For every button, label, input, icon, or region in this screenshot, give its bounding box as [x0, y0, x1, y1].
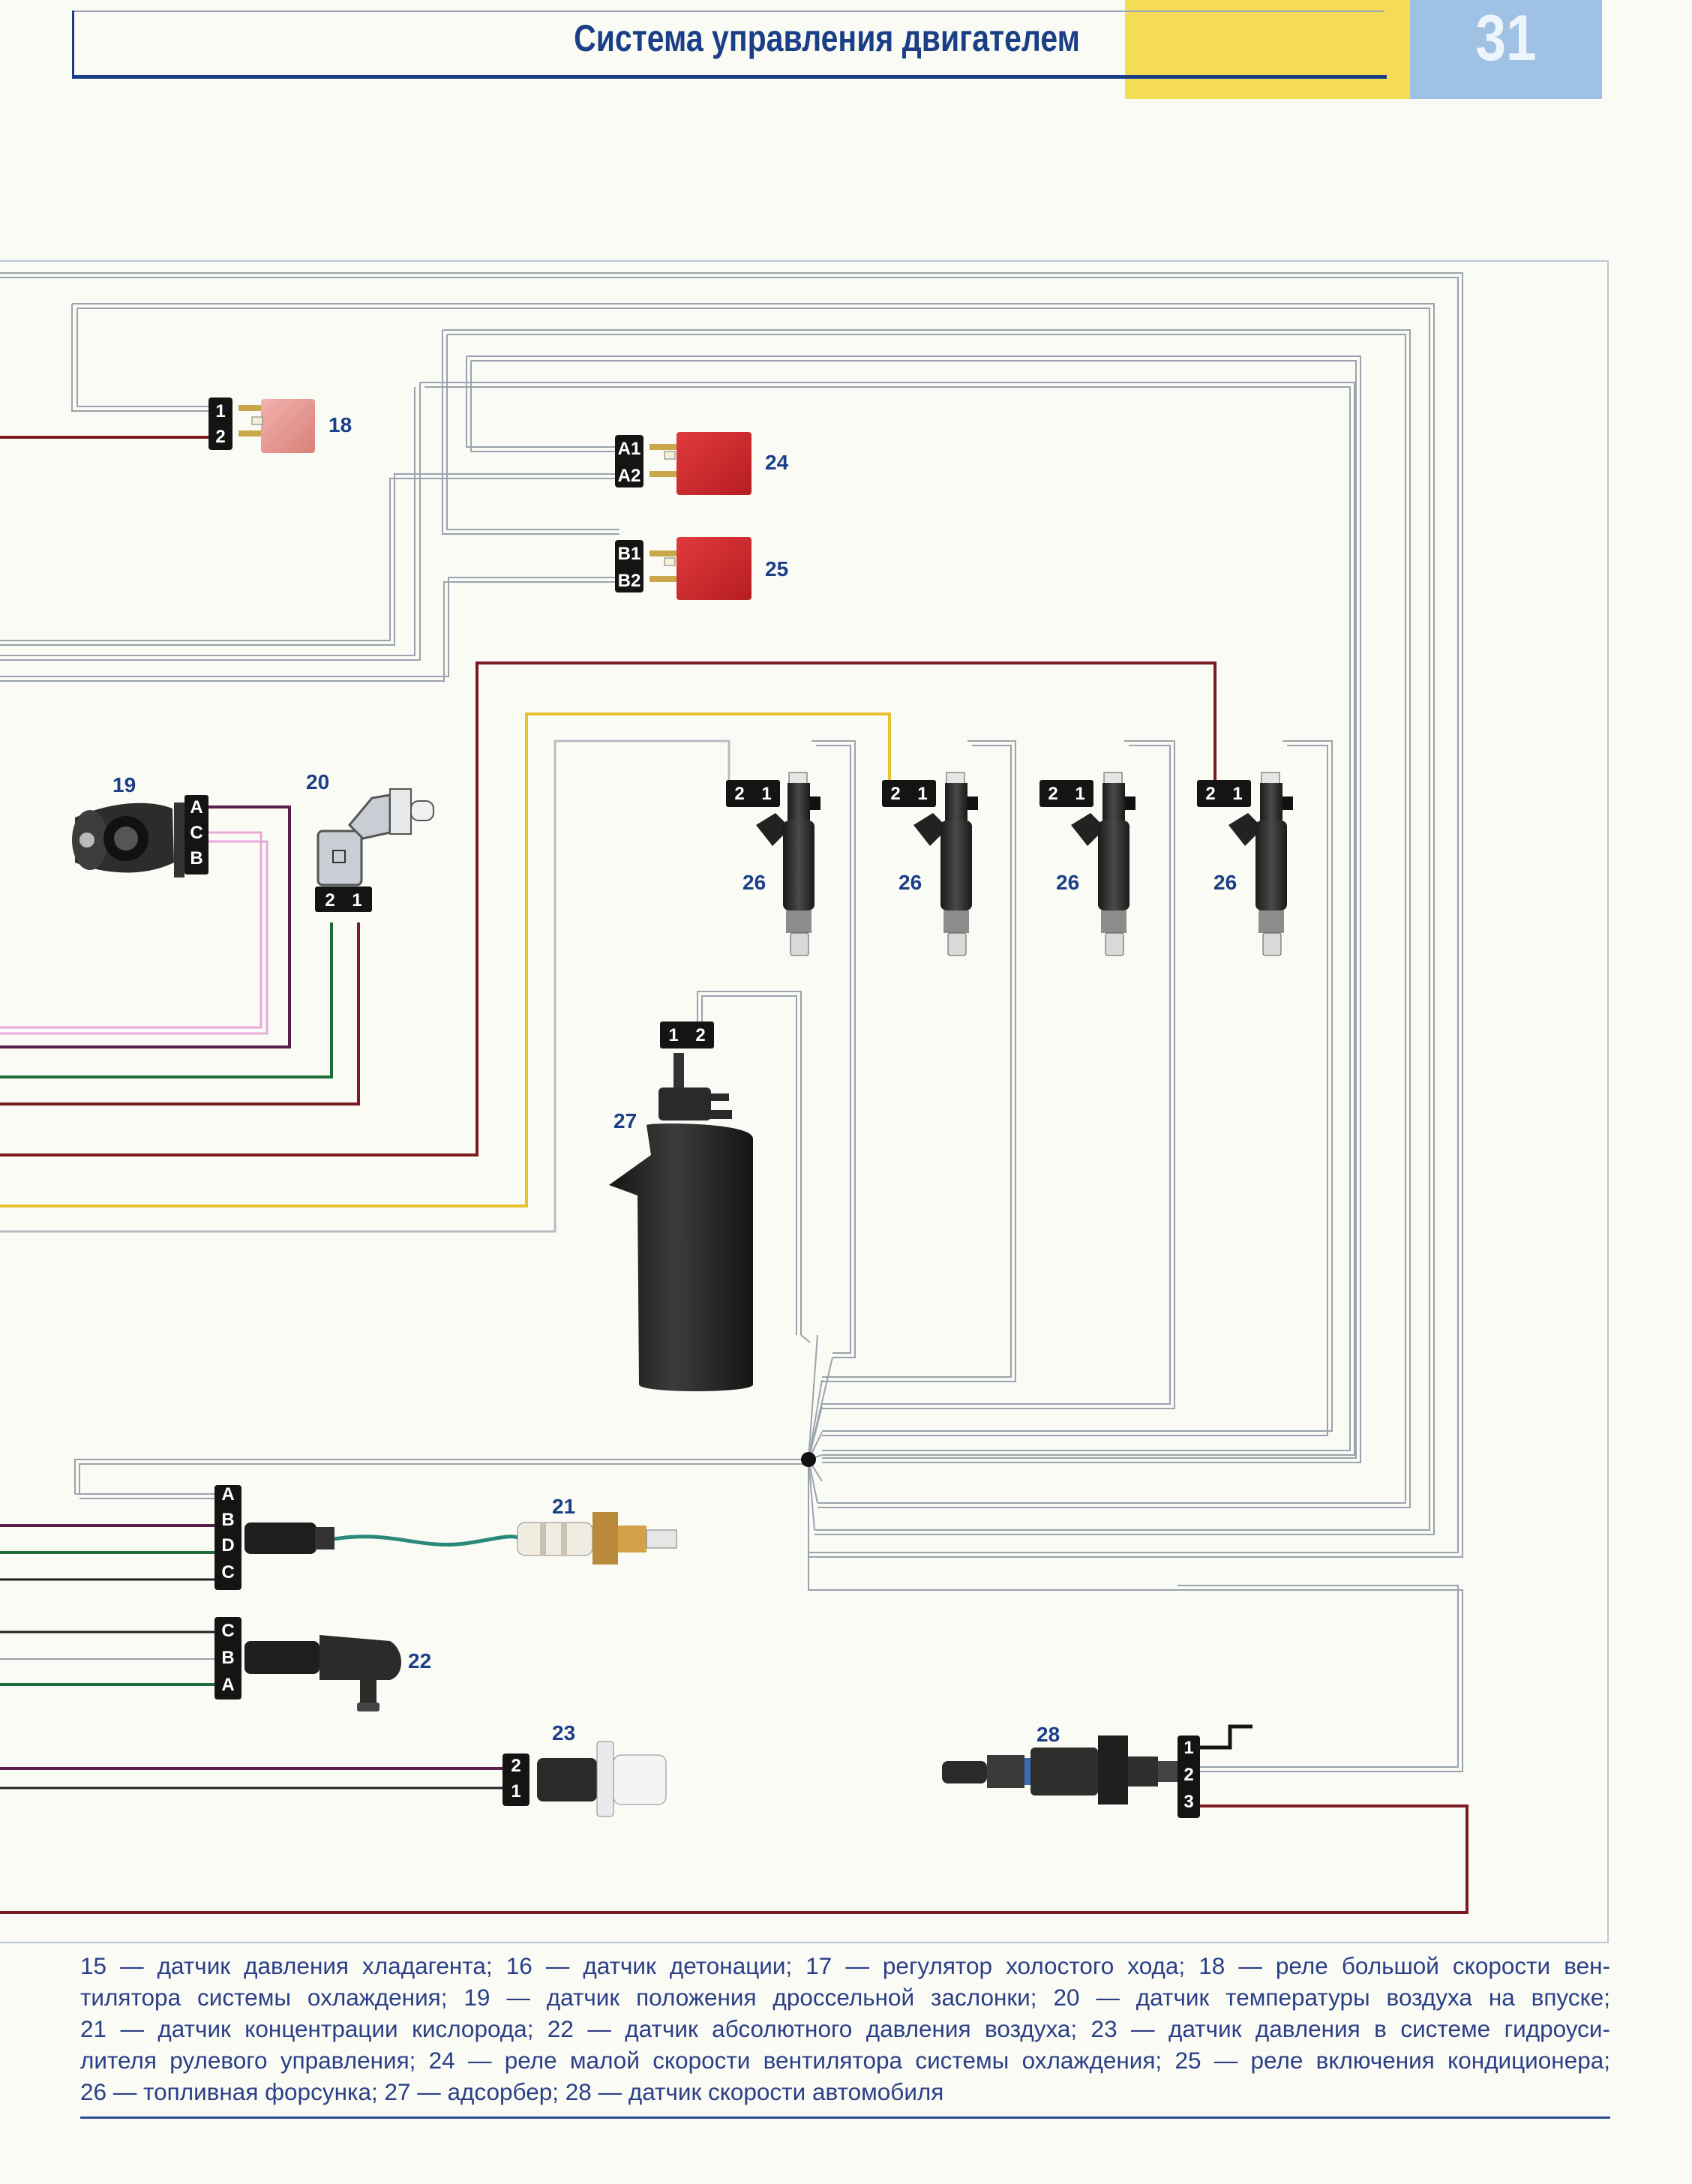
label-20: 20: [306, 770, 329, 794]
pin-18-2: 2: [215, 427, 225, 447]
pin-20-2: 2: [325, 890, 334, 910]
pin-24-a1: A1: [618, 439, 641, 459]
pin-19-b: B: [190, 848, 202, 868]
throttle-position-sensor-19: [72, 795, 208, 878]
vehicle-speed-sensor-28: [942, 1724, 1252, 1818]
pin-26-1-2: 2: [734, 784, 744, 804]
relay-24: [615, 432, 752, 495]
pin-22-c: C: [221, 1621, 234, 1641]
header-top-rule: [72, 10, 1384, 12]
pin-25-b1: B1: [618, 544, 641, 564]
green-wires: [0, 922, 333, 1686]
label-25: 25: [765, 557, 788, 580]
page-title: Система управления двигателем: [574, 17, 1080, 59]
footer-rule: [80, 2116, 1610, 2119]
pin-28-1: 1: [1184, 1738, 1193, 1758]
diagram-frame: [0, 260, 1609, 1943]
harness-wires: [0, 272, 1463, 1772]
power-steering-sensor-23: [502, 1741, 667, 1817]
label-22: 22: [408, 1649, 431, 1672]
label-21: 21: [552, 1495, 575, 1518]
pink-wires: [0, 831, 268, 1035]
label-18: 18: [328, 413, 352, 436]
pin-21-a: A: [221, 1484, 234, 1504]
legend-line-2: тилятора системы охлаждения; 19 — датчик…: [80, 1984, 1610, 2011]
pin-19-a: A: [190, 797, 202, 818]
pin-27-1: 1: [668, 1025, 678, 1046]
page-number: 31: [1475, 2, 1537, 74]
pin-labels: 1 2 A1 A2 B1 B2 A C B 2 1 2 1 2 1 2 1 2 …: [190, 401, 1242, 1812]
red-wires: [0, 436, 1468, 1914]
relay-18: [208, 398, 315, 453]
map-sensor-22: [214, 1617, 401, 1712]
injector-26-4: [1197, 772, 1293, 956]
label-27: 27: [614, 1109, 637, 1132]
black-wires: [0, 1578, 502, 1790]
legend-line-3: 21 — датчик концентрации кислорода; 22 —…: [80, 2015, 1610, 2042]
label-26-4: 26: [1214, 871, 1237, 894]
pin-26-3-2: 2: [1048, 784, 1058, 804]
pin-26-2-1: 1: [917, 784, 927, 804]
pin-26-2-2: 2: [890, 784, 900, 804]
junction-fan: [808, 1334, 833, 1552]
label-26-3: 26: [1056, 871, 1079, 894]
air-temperature-sensor-20: [315, 788, 434, 912]
pin-20-1: 1: [352, 890, 362, 910]
pin-23-1: 1: [511, 1781, 520, 1802]
pin-28-3: 3: [1184, 1792, 1193, 1812]
ground-junction: [801, 1452, 816, 1467]
pin-26-4-1: 1: [1232, 784, 1242, 804]
label-19: 19: [112, 773, 136, 796]
sensor-21-cable: [334, 1534, 518, 1547]
pin-22-b: B: [221, 1648, 234, 1668]
label-26-1: 26: [742, 871, 766, 894]
injector-26-2: [882, 772, 978, 956]
label-23: 23: [552, 1721, 575, 1744]
legend-line-1: 15 — датчик давления хладагента; 16 — да…: [80, 1952, 1610, 1979]
legend-line-4: лителя рулевого управления; 24 — реле ма…: [80, 2047, 1610, 2074]
pin-18-1: 1: [215, 401, 225, 422]
pin-19-c: C: [190, 823, 202, 843]
legend-caption: 15 — датчик давления хладагента; 16 — да…: [80, 1950, 1610, 2108]
label-28: 28: [1036, 1723, 1060, 1746]
header-frame: [72, 10, 1387, 79]
pin-24-a2: A2: [618, 466, 641, 486]
yellow-wire: [0, 712, 891, 1208]
pin-26-3-1: 1: [1075, 784, 1084, 804]
violet-wires: [0, 806, 502, 1770]
pin-22-a: A: [221, 1675, 234, 1695]
relay-25: [615, 537, 752, 600]
adsorber-27: [609, 1022, 753, 1391]
pin-25-b2: B2: [618, 571, 641, 591]
label-24: 24: [765, 451, 789, 474]
pin-21-d: D: [221, 1535, 234, 1556]
pin-23-2: 2: [511, 1756, 520, 1776]
label-26-2: 26: [898, 871, 922, 894]
pin-27-2: 2: [695, 1025, 705, 1046]
component-labels: 18 24 25 19 20 26 26 26 26 27 21 22 23 2…: [112, 413, 1237, 1746]
injector-26-1: [726, 772, 820, 956]
pin-28-2: 2: [1184, 1765, 1193, 1785]
pin-26-1-1: 1: [761, 784, 771, 804]
pin-21-b: B: [221, 1510, 234, 1530]
legend-line-5: 26 — топливная форсунка; 27 — адсорбер; …: [80, 2078, 944, 2105]
pin-21-c: C: [221, 1562, 234, 1582]
injector-26-3: [1040, 772, 1136, 956]
oxygen-sensor-21: [214, 1485, 677, 1590]
pin-26-4-2: 2: [1205, 784, 1215, 804]
header-blue-block: [1410, 0, 1602, 99]
header-yellow-block: [1125, 0, 1410, 99]
